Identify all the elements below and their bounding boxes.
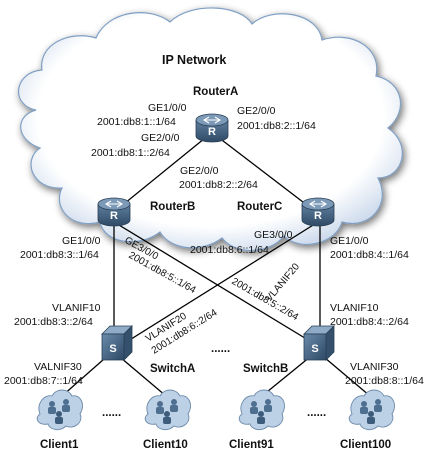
router-c-label: RouterC [237,201,282,213]
ellipsis-switchb-clients: ...... [307,407,326,419]
routerb-ge2-label: GE2/0/0 [141,132,180,144]
switchb-vlanif20-label: VLANIF20 [264,261,302,304]
switchb-vlanif30-label: VLANIF30 [350,361,399,373]
switcha-vlanif30-label: VALNIF30 [34,361,82,373]
routera-ge2-ip: 2001:db8:2::1/64 [237,120,316,132]
router-icon[interactable] [195,113,229,143]
client-group-icon[interactable] [238,389,285,431]
link-routera-routerb [113,133,211,213]
switchb-vlanif30-ip: 2001:db8:8::1/64 [345,375,424,387]
routerb-ge1-label: GE1/0/0 [62,235,101,247]
switcha-vlanif10-ip: 2001:db8:3::2/64 [14,316,93,328]
link-routerb-switchb [113,221,319,347]
links [61,133,371,397]
routerc-ge2-ip: 2001:db8:2::2/64 [179,179,258,191]
routerc-ge1-label: GE1/0/0 [330,235,369,247]
routerb-ge2-ip: 2001:db8:1::2/64 [91,147,170,159]
switch-icon[interactable] [303,325,335,361]
cloud-title: IP Network [162,53,226,67]
ellipsis-middle: ...... [211,343,230,355]
switcha-vlanif30-ip: 2001:db8:7::1/64 [4,375,83,387]
routerb-ge1-ip: 2001:db8:3::1/64 [20,249,99,261]
routera-ge2-label: GE2/0/0 [237,105,276,117]
client1-label: Client1 [40,439,79,451]
router-b-label: RouterB [150,201,195,213]
client-group-icon[interactable] [144,389,191,431]
switchb-vlanif10-label: VLANIF10 [330,302,379,314]
routerc-ge3-ip: 2001:db8:6::1/64 [190,244,269,256]
routera-ge1-ip: 2001:db8:1::1/64 [97,116,176,128]
switch-a-label: SwitchA [150,363,195,375]
routera-ge1-label: GE1/0/0 [148,102,187,114]
client100-label: Client100 [340,439,391,451]
switch-icon[interactable] [101,325,133,361]
switcha-vlanif10-label: VLANIF10 [52,302,101,314]
link-routerc-switcha [119,221,319,347]
router-a-label: RouterA [193,86,238,98]
routerc-ge3-label: GE3/0/0 [254,229,293,241]
switchb-vlanif20-ip: 2001:db8:5::2/64 [230,276,301,323]
link-routera-routerc [213,133,317,213]
router-icon[interactable] [301,197,335,227]
routerc-ge2-label: GE2/0/0 [180,165,219,177]
routerc-ge1-ip: 2001:db8:4::1/64 [330,249,409,261]
switch-b-label: SwitchB [243,363,288,375]
switchb-vlanif10-ip: 2001:db8:4::2/64 [330,316,409,328]
router-icon[interactable] [97,197,131,227]
client-group-icon[interactable] [348,389,395,431]
ellipsis-switcha-clients: ...... [102,407,121,419]
client91-label: Client91 [229,439,274,451]
client-group-icon[interactable] [36,389,83,431]
routerb-ge3-ip: 2001:db8:5::1/64 [127,250,198,296]
client10-label: Client10 [143,439,188,451]
